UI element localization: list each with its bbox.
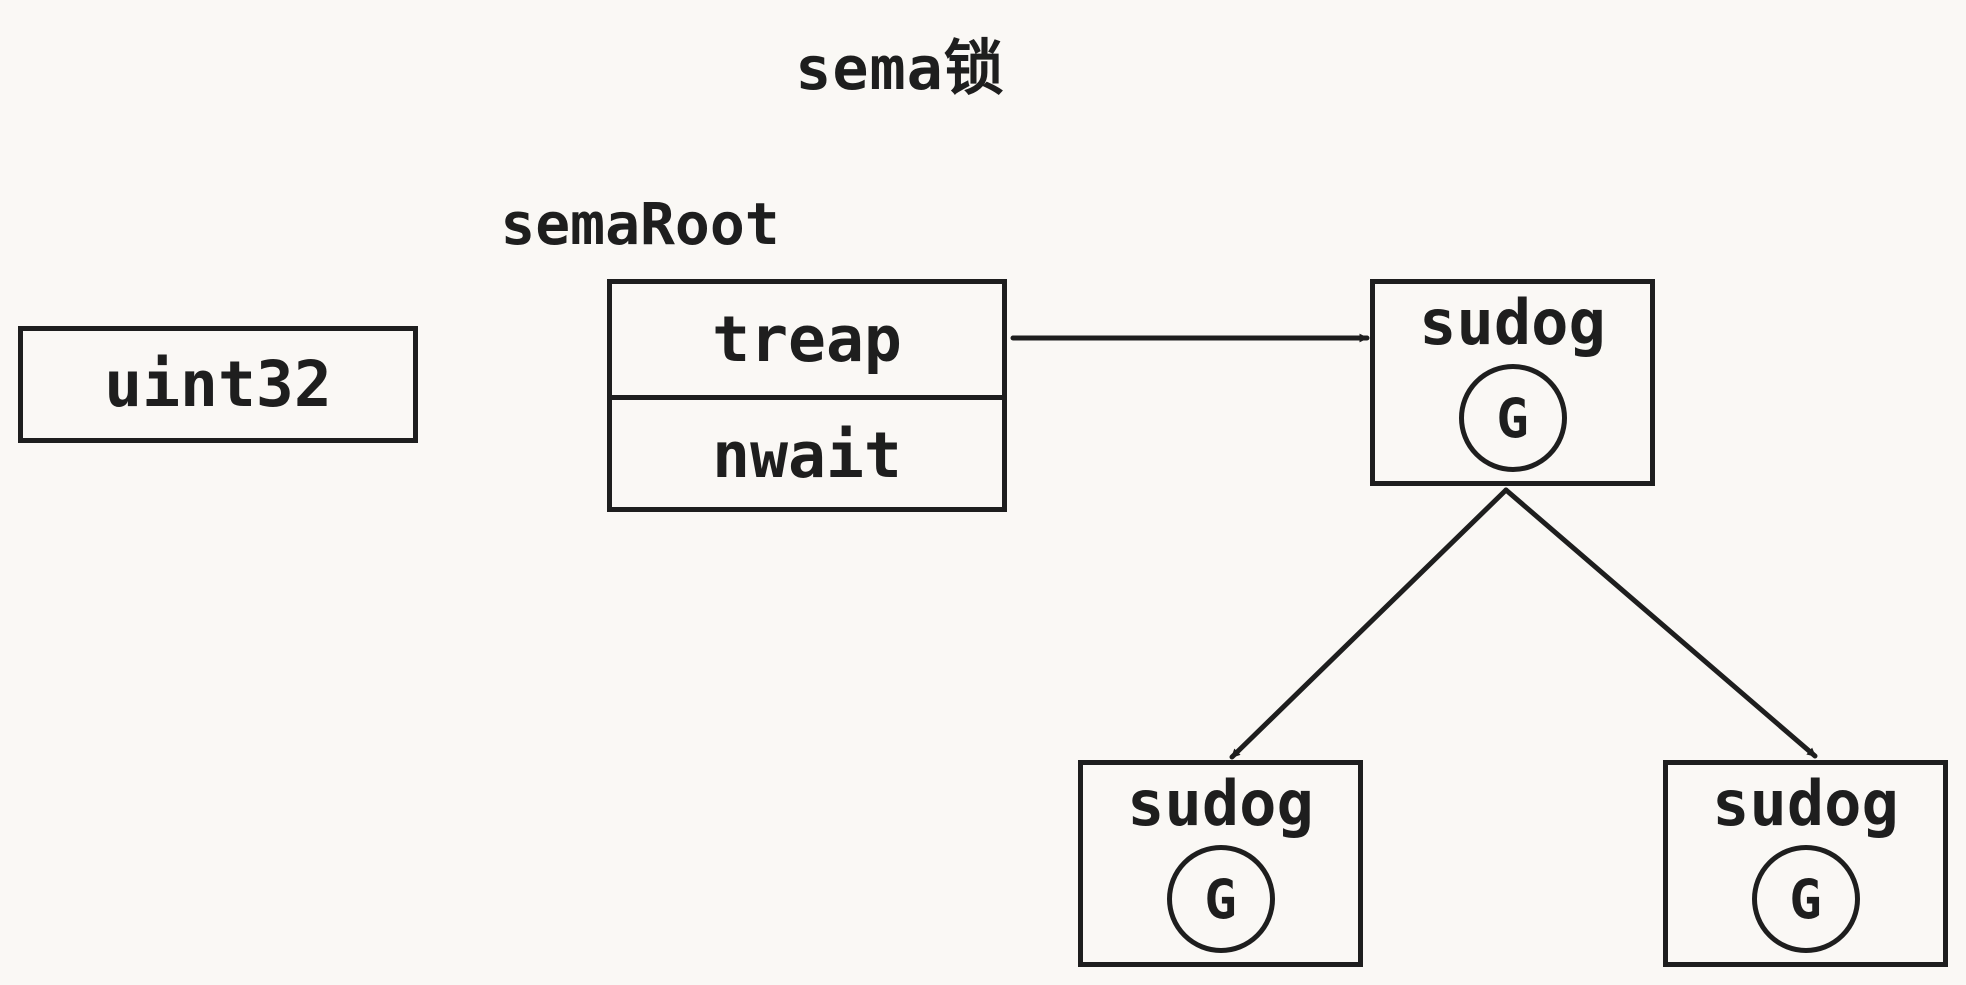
- sudog-right-node: sudog G: [1663, 760, 1948, 967]
- sudog-left-node: sudog G: [1078, 760, 1363, 967]
- goroutine-circle: G: [1458, 364, 1567, 472]
- sudog-label: sudog: [1712, 767, 1899, 840]
- semaroot-label: semaRoot: [500, 190, 780, 258]
- field-divider: [612, 395, 1002, 400]
- semaroot-box: treap nwait: [607, 279, 1007, 512]
- uint32-box: uint32: [18, 326, 418, 443]
- sudog-label: sudog: [1127, 767, 1314, 840]
- diagram-title: sema锁: [795, 34, 1005, 104]
- sudog-root-node: sudog G: [1370, 279, 1655, 486]
- treap-field: treap: [712, 303, 902, 376]
- goroutine-circle: G: [1166, 845, 1275, 953]
- sudog-to-left-child-arrow: [1229, 487, 1509, 760]
- sudog-to-right-child-arrow: [1503, 487, 1818, 759]
- nwait-field: nwait: [712, 419, 902, 492]
- goroutine-circle: G: [1751, 845, 1860, 953]
- sudog-label: sudog: [1419, 286, 1606, 359]
